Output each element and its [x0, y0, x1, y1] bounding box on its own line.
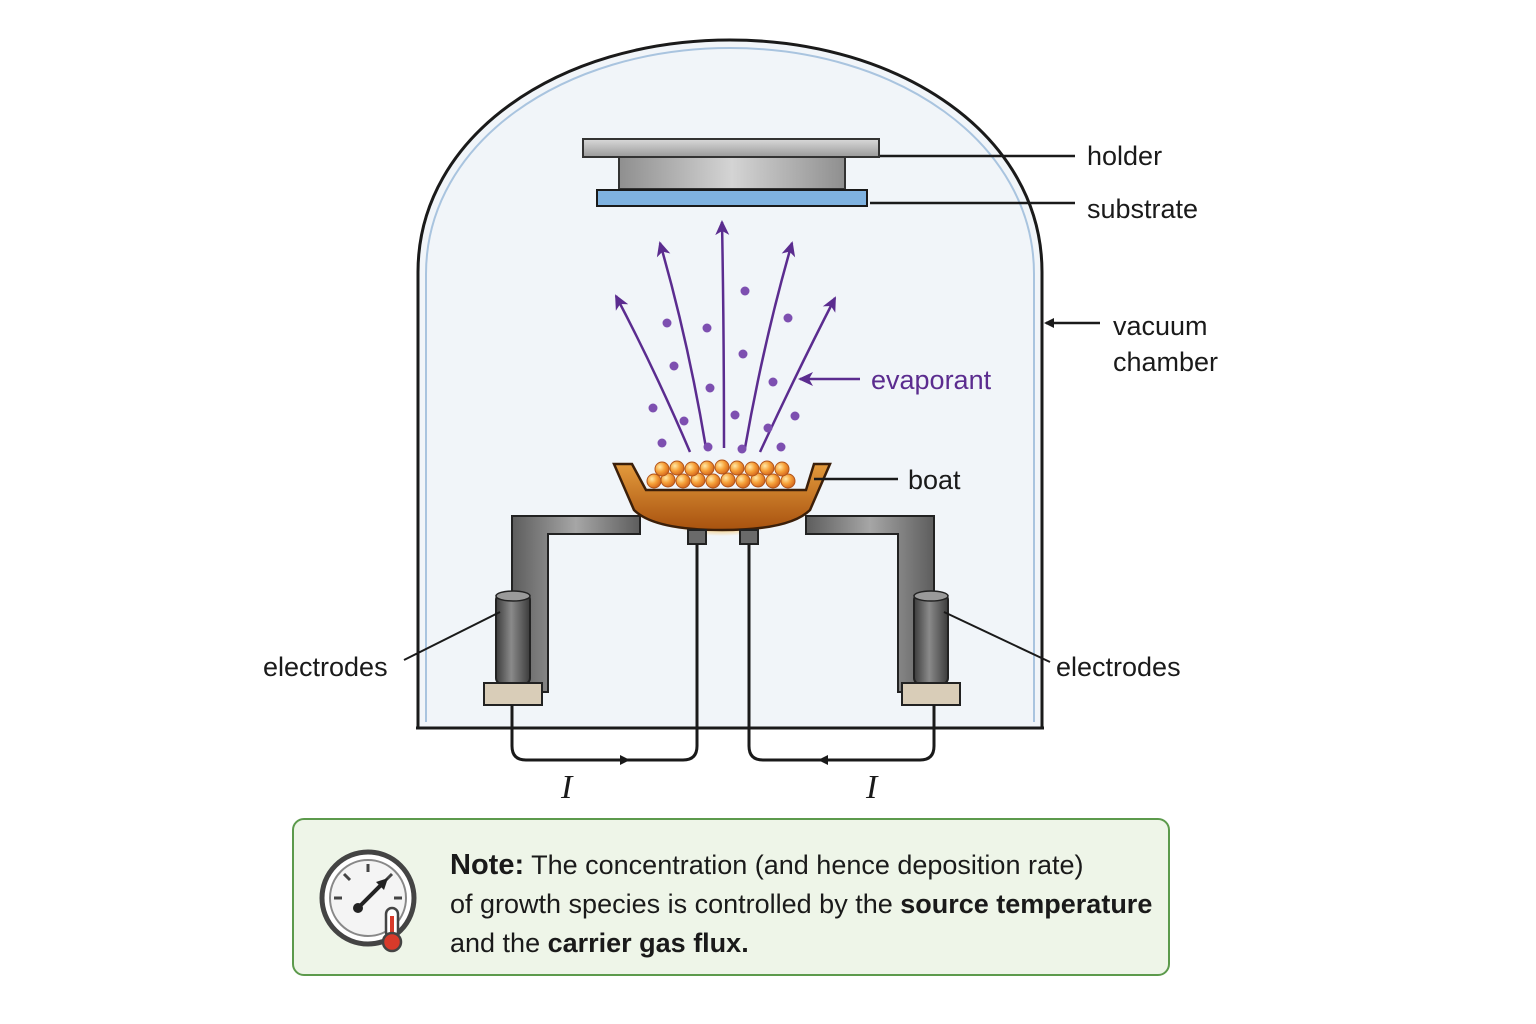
vacuum-chamber-label-line2: chamber: [1113, 347, 1218, 377]
evaporant-arrow-2: [656, 241, 708, 449]
current-label-left: I: [560, 769, 574, 806]
vacuum-chamber-label-line1: vacuum: [1113, 311, 1208, 341]
evaporant-arrow-3: [715, 220, 730, 449]
holder-label: holder: [1087, 141, 1162, 171]
note-bold-source-temperature: source temperature: [900, 889, 1153, 919]
note-text-1: The concentration (and hence deposition …: [524, 850, 1084, 880]
electrode-right: [901, 590, 961, 706]
electrodes-right-leader-line: [943, 611, 1051, 663]
note-bold-carrier-gas-flux: carrier gas flux.: [547, 928, 749, 958]
note-text-3: and the: [450, 928, 548, 958]
electrodes-left-leader-line: [403, 611, 501, 661]
electrode-support-frame: [511, 515, 935, 693]
vacuum-chamber: [416, 38, 1044, 730]
evaporant-arrow-5: [758, 296, 837, 453]
evaporant-arrow-1: [614, 294, 692, 453]
substrate: [596, 189, 868, 207]
evaporant-arrows: [614, 220, 837, 453]
connector-left: [687, 529, 707, 545]
holder-plate: [582, 138, 880, 158]
electrode-left: [483, 590, 543, 706]
boat-beads: [646, 459, 796, 489]
boat: [612, 459, 832, 532]
note-lead: Note:: [450, 849, 525, 881]
boat-label: boat: [908, 465, 961, 495]
electrodes-left-label: electrodes: [263, 652, 388, 682]
substrate-label: substrate: [1087, 194, 1198, 224]
pressure-gauge-thermometer-icon: [319, 849, 417, 953]
evaporant-arrow-4: [743, 241, 796, 449]
note-text-2: of growth species is controlled by the: [450, 889, 901, 919]
connector-right: [739, 529, 759, 545]
vacuum-chamber-inner-rim: [425, 46, 1035, 722]
electrodes-right-label: electrodes: [1056, 652, 1181, 682]
evaporant-label: evaporant: [871, 365, 992, 395]
evaporant-particles: [648, 286, 800, 454]
holder-block: [618, 156, 846, 190]
note-box: Note: The concentration (and hence depos…: [292, 818, 1170, 976]
current-label-right: I: [865, 769, 879, 806]
note-text: Note: The concentration (and hence depos…: [450, 846, 1160, 963]
